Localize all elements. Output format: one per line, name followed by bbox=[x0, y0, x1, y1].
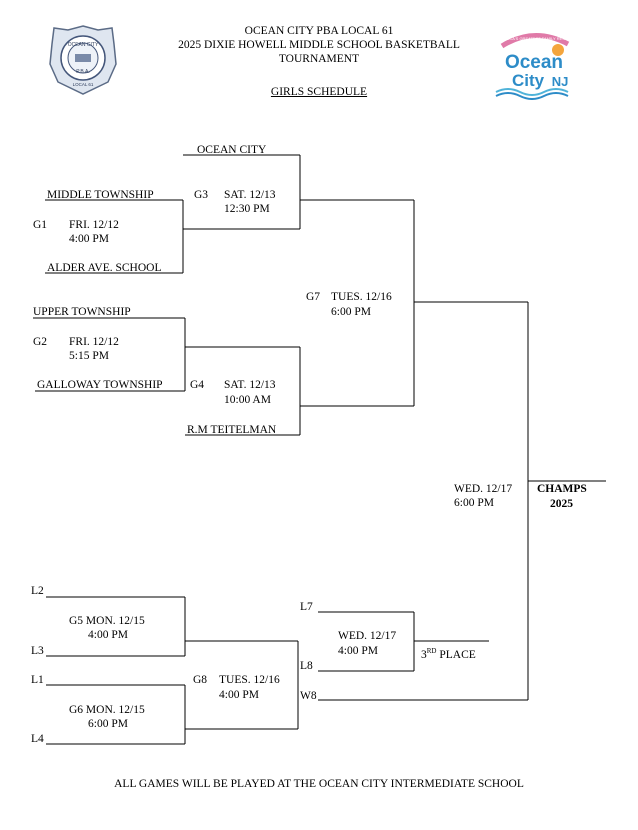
g1-date: FRI. 12/12 bbox=[69, 219, 119, 231]
g8-time: 4:00 PM bbox=[219, 689, 259, 701]
g6-time: 6:00 PM bbox=[88, 718, 128, 730]
g3-time: 12:30 PM bbox=[224, 203, 270, 215]
third-place-suffix: PLACE bbox=[436, 648, 476, 661]
badge-text-mid: P.B.A. bbox=[76, 69, 90, 75]
g1-time: 4:00 PM bbox=[69, 233, 109, 245]
champs-year: 2025 bbox=[550, 498, 573, 510]
header-line-1: OCEAN CITY PBA LOCAL 61 bbox=[244, 25, 394, 37]
slot-w8: W8 bbox=[300, 690, 317, 702]
g8-label: G8 bbox=[193, 674, 208, 686]
g6-label: G6 MON. 12/15 bbox=[69, 704, 145, 716]
g7-date: TUES. 12/16 bbox=[331, 291, 392, 303]
g3-label: G3 bbox=[194, 189, 209, 201]
g2-time: 5:15 PM bbox=[69, 350, 109, 362]
logo-tagline: AMERICA'S GREATEST FAMILY RESORT bbox=[497, 36, 574, 41]
third-place-prefix: 3 bbox=[421, 648, 427, 661]
g7-label: G7 bbox=[306, 291, 321, 303]
pba-badge-logo: OCEAN CITY P.B.A. LOCAL 61 bbox=[49, 25, 117, 95]
g2-label: G2 bbox=[33, 336, 48, 348]
third-game-time: 4:00 PM bbox=[338, 645, 378, 657]
team-galloway: GALLOWAY TOWNSHIP bbox=[37, 379, 163, 391]
team-ocean-city: OCEAN CITY bbox=[197, 144, 267, 156]
g4-time: 10:00 AM bbox=[224, 394, 271, 406]
team-upper-township: UPPER TOWNSHIP bbox=[33, 306, 131, 318]
slot-l8: L8 bbox=[300, 660, 313, 672]
schedule-title-wrap: GIRLS SCHEDULE bbox=[0, 85, 638, 99]
g4-date: SAT. 12/13 bbox=[224, 379, 276, 391]
team-teitelman: R.M TEITELMAN bbox=[187, 424, 277, 436]
g8-date: TUES. 12/16 bbox=[219, 674, 280, 686]
third-place-sup: RD bbox=[426, 647, 437, 655]
third-place-label: 3RD PLACE bbox=[421, 644, 476, 662]
logo-word-city: City bbox=[512, 71, 545, 90]
g4-label: G4 bbox=[190, 379, 205, 391]
ocean-city-nj-logo: AMERICA'S GREATEST FAMILY RESORT Ocean C… bbox=[495, 33, 574, 100]
third-game-date: WED. 12/17 bbox=[338, 630, 397, 642]
footer-note: ALL GAMES WILL BE PLAYED AT THE OCEAN CI… bbox=[114, 778, 524, 790]
g2-date: FRI. 12/12 bbox=[69, 336, 119, 348]
header-line-2: 2025 DIXIE HOWELL MIDDLE SCHOOL BASKETBA… bbox=[178, 39, 460, 51]
slot-l1: L1 bbox=[31, 674, 44, 686]
team-alder-ave: ALDER AVE. SCHOOL bbox=[47, 262, 162, 274]
slot-l7: L7 bbox=[300, 601, 313, 613]
schedule-title: GIRLS SCHEDULE bbox=[270, 86, 368, 98]
g1-label: G1 bbox=[33, 219, 48, 231]
champs-label: CHAMPS bbox=[537, 483, 587, 495]
badge-text-top: OCEAN CITY bbox=[68, 42, 99, 48]
badge-text-bottom: LOCAL 61 bbox=[73, 82, 94, 87]
header-line-3: TOURNAMENT bbox=[278, 53, 360, 65]
final-time: 6:00 PM bbox=[454, 497, 494, 509]
g3-date: SAT. 12/13 bbox=[224, 189, 276, 201]
slot-l4: L4 bbox=[31, 733, 44, 745]
team-middle-township: MIDDLE TOWNSHIP bbox=[47, 189, 154, 201]
logo-word-ocean: Ocean bbox=[505, 52, 563, 73]
slot-l3: L3 bbox=[31, 645, 44, 657]
g7-time: 6:00 PM bbox=[331, 306, 371, 318]
logo-word-nj: NJ bbox=[552, 74, 569, 89]
final-date: WED. 12/17 bbox=[454, 483, 513, 495]
g5-label: G5 MON. 12/15 bbox=[69, 615, 145, 627]
g5-time: 4:00 PM bbox=[88, 629, 128, 641]
slot-l2: L2 bbox=[31, 585, 44, 597]
